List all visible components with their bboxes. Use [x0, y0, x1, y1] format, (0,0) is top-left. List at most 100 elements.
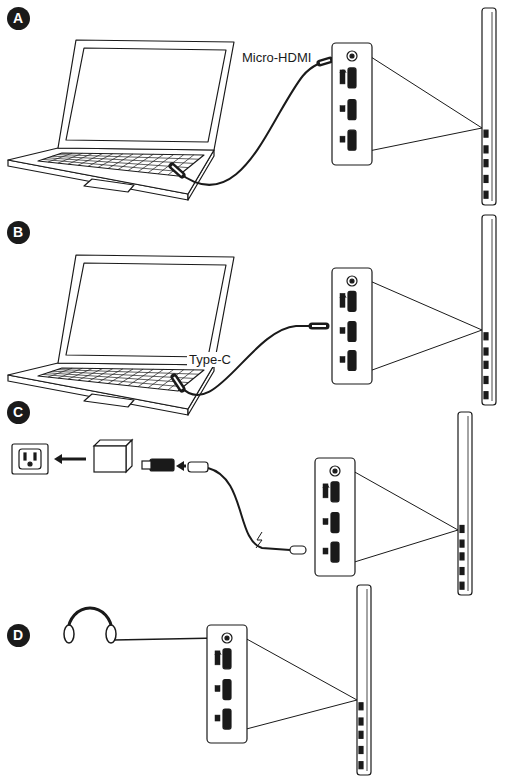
arrow-head — [176, 461, 184, 471]
monitor-port — [484, 361, 488, 368]
laptop-screen — [58, 40, 234, 150]
key-column — [138, 154, 163, 171]
key-column — [168, 370, 194, 390]
plug-highlight — [320, 60, 330, 63]
plug-body — [320, 60, 330, 63]
zoom-leader — [247, 639, 357, 729]
monitor-side — [458, 412, 472, 595]
key-column — [128, 369, 153, 385]
laptop — [8, 255, 234, 415]
port-slot — [348, 321, 356, 341]
cable — [114, 638, 219, 640]
outlet-slot — [24, 453, 26, 460]
port-panel — [332, 43, 372, 165]
monitor-body — [482, 215, 496, 405]
port-panel-outline — [332, 268, 372, 384]
port-slot — [348, 291, 356, 311]
audio-jack — [347, 276, 357, 286]
leader-line — [247, 700, 357, 729]
panel-letter-text: A — [13, 10, 23, 26]
monitor-port — [484, 160, 488, 167]
port-panel — [315, 458, 355, 576]
arrow-shaft — [60, 458, 86, 461]
port-icon — [340, 136, 345, 142]
monitor-port — [359, 703, 363, 710]
monitor-port — [484, 191, 488, 198]
port-slot — [223, 680, 231, 700]
cable-plug — [174, 377, 182, 389]
audio-jack-hole — [333, 469, 337, 473]
arrow — [54, 454, 86, 464]
port-icon — [340, 70, 345, 84]
headband — [68, 608, 112, 632]
key-column — [58, 368, 82, 378]
cable-plug — [188, 462, 208, 472]
monitor-port — [460, 553, 464, 560]
key-column — [158, 370, 184, 389]
port-panel-outline — [315, 458, 355, 576]
key-column — [78, 154, 103, 166]
headphones — [64, 608, 116, 643]
port-icon — [323, 519, 328, 525]
key-column — [168, 155, 194, 175]
laptop-base — [8, 148, 214, 194]
port-icon — [323, 484, 328, 498]
port-slot — [331, 513, 339, 533]
monitor-body — [357, 585, 371, 775]
cable-label: Type-C — [187, 352, 233, 367]
cable — [208, 468, 290, 550]
port-slot — [223, 649, 231, 669]
touchpad — [84, 394, 134, 407]
port-icon — [215, 686, 220, 692]
key-column — [98, 154, 123, 168]
port-icon — [340, 327, 345, 333]
zoom-leader — [372, 282, 482, 370]
monitor-side — [357, 585, 371, 775]
laptop-screen — [58, 255, 234, 365]
monitor-edge — [492, 219, 493, 401]
port-slot — [331, 482, 339, 502]
key-column — [58, 153, 82, 163]
monitor-port — [359, 762, 363, 769]
port-slot — [331, 542, 339, 562]
monitor-edge — [367, 589, 368, 771]
keyboard — [38, 153, 204, 176]
panel-letter: A — [7, 7, 30, 30]
outlet-face — [19, 449, 41, 469]
port-icon — [340, 356, 345, 362]
monitor-port — [460, 525, 464, 532]
monitor-port — [484, 348, 488, 355]
key-column — [108, 154, 133, 169]
port-icon — [215, 715, 220, 721]
monitor-port — [484, 130, 488, 137]
cable-label: Micro-HDMI — [240, 50, 313, 65]
port-slot — [348, 350, 356, 370]
audio-jack — [330, 466, 340, 476]
key-column — [48, 153, 72, 162]
plug-highlight — [172, 166, 182, 175]
cable-plug — [312, 326, 326, 327]
port-panel — [332, 268, 372, 384]
cable-plug — [320, 60, 330, 63]
laptop-display — [66, 263, 226, 357]
key-column — [88, 369, 113, 382]
monitor-port — [484, 175, 488, 182]
wall-outlet — [12, 444, 48, 474]
charger-top — [126, 440, 132, 472]
touchpad — [84, 179, 134, 192]
monitor-side — [482, 215, 496, 405]
audio-jack-hole — [350, 54, 354, 58]
monitor-body — [458, 412, 472, 595]
key-column — [148, 370, 174, 388]
key-column — [98, 369, 123, 383]
monitor-edge — [492, 12, 493, 201]
arrow-head — [54, 454, 62, 464]
panel-letter: C — [7, 401, 30, 424]
port-panel — [207, 625, 247, 743]
zoom-leader — [355, 472, 458, 562]
port-icon — [340, 106, 345, 112]
laptop-base — [8, 363, 214, 409]
zoom-leader — [372, 58, 482, 151]
